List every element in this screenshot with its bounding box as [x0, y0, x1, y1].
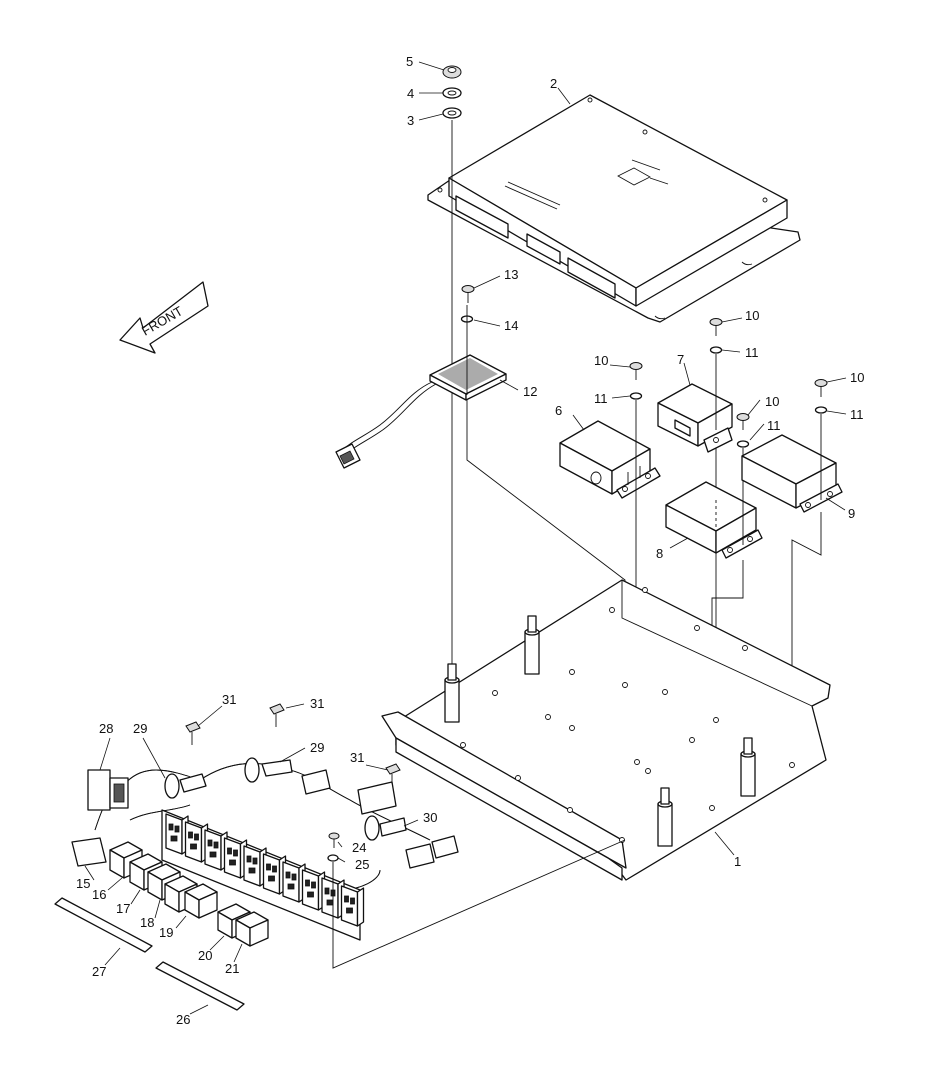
- callout-11d: 11: [850, 407, 864, 422]
- base-plate: [381, 579, 831, 881]
- label-strip-26: [155, 961, 245, 1011]
- screw-24: [328, 832, 340, 848]
- callout-13: 13: [504, 267, 518, 282]
- callout-10a: 10: [594, 353, 608, 368]
- callout-31c: 31: [350, 750, 364, 765]
- callout-29b: 29: [310, 740, 324, 755]
- screw-10c: [736, 413, 750, 430]
- bolt-31c: [385, 763, 401, 784]
- washer-4: [442, 87, 462, 99]
- callout-11b: 11: [745, 345, 759, 360]
- callout-24: 24: [352, 840, 366, 855]
- stud-a: [444, 663, 460, 723]
- relay-module-9: [741, 434, 843, 513]
- callout-9: 9: [848, 506, 855, 521]
- label-strip-27: [54, 897, 153, 953]
- stud-b: [524, 615, 540, 675]
- front-arrow-icon: FRONT: [119, 281, 209, 354]
- relay-socket: [204, 829, 228, 871]
- callout-28: 28: [99, 721, 113, 736]
- callout-1: 1: [734, 854, 741, 869]
- callout-17: 17: [116, 901, 130, 916]
- relay-module-8: [665, 481, 763, 559]
- wire-harness: [71, 757, 459, 891]
- relay-socket: [262, 853, 287, 895]
- callout-18: 18: [140, 915, 154, 930]
- callout-30: 30: [423, 810, 437, 825]
- callout-20: 20: [198, 948, 212, 963]
- callout-31a: 31: [222, 692, 236, 707]
- callout-16: 16: [92, 887, 106, 902]
- callout-3: 3: [407, 113, 414, 128]
- callout-10b: 10: [745, 308, 759, 323]
- relay-socket: [223, 837, 248, 879]
- relay-socket: [340, 885, 365, 927]
- callout-labels: 1 2 3 4 5 6 7 8 9 10 10 10 10 11 11 11 1…: [76, 54, 864, 1027]
- callout-7: 7: [677, 352, 684, 367]
- callout-10c: 10: [765, 394, 779, 409]
- washer-11c: [736, 440, 750, 448]
- callout-6: 6: [555, 403, 562, 418]
- stud-d: [740, 737, 756, 797]
- callout-19: 19: [159, 925, 173, 940]
- sensor-pad: [335, 354, 507, 469]
- screw-10b: [709, 318, 723, 336]
- callout-8: 8: [656, 546, 663, 561]
- washer-11a: [629, 392, 643, 400]
- relay-socket: [184, 821, 209, 863]
- relay-socket: [301, 869, 326, 911]
- relay-19: [164, 875, 218, 919]
- washer-25: [327, 854, 339, 862]
- relay-socket: [165, 813, 189, 855]
- relay-21: [235, 911, 269, 947]
- screw-10a: [629, 362, 643, 380]
- washer-3: [442, 107, 462, 119]
- callout-4: 4: [407, 86, 414, 101]
- callout-15: 15: [76, 876, 90, 891]
- callout-31b: 31: [310, 696, 324, 711]
- callout-26: 26: [176, 1012, 190, 1027]
- bolt-31a: [185, 721, 201, 745]
- callout-5: 5: [406, 54, 413, 69]
- callout-10d: 10: [850, 370, 864, 385]
- callout-leaders: [84, 61, 847, 1015]
- screw-13: [461, 285, 475, 303]
- stud-c: [657, 787, 673, 847]
- callout-29a: 29: [133, 721, 147, 736]
- callout-12: 12: [523, 384, 537, 399]
- bolt-31b: [269, 703, 285, 727]
- callout-25: 25: [355, 857, 369, 872]
- relay-block: [161, 809, 365, 941]
- washer-11b: [709, 346, 723, 354]
- relay-module-7: [657, 383, 733, 453]
- relay-module-6: [559, 420, 661, 499]
- relay-socket: [282, 861, 306, 903]
- callout-11c: 11: [767, 418, 781, 433]
- callout-11a: 11: [594, 391, 608, 406]
- callout-14: 14: [504, 318, 518, 333]
- screw-10d: [814, 379, 828, 397]
- callout-21: 21: [225, 961, 239, 976]
- callout-27: 27: [92, 964, 106, 979]
- callout-2: 2: [550, 76, 557, 91]
- controller-unit: [427, 94, 801, 323]
- nut-5: [442, 65, 462, 79]
- washer-11d: [814, 406, 828, 414]
- relay-socket: [243, 845, 267, 887]
